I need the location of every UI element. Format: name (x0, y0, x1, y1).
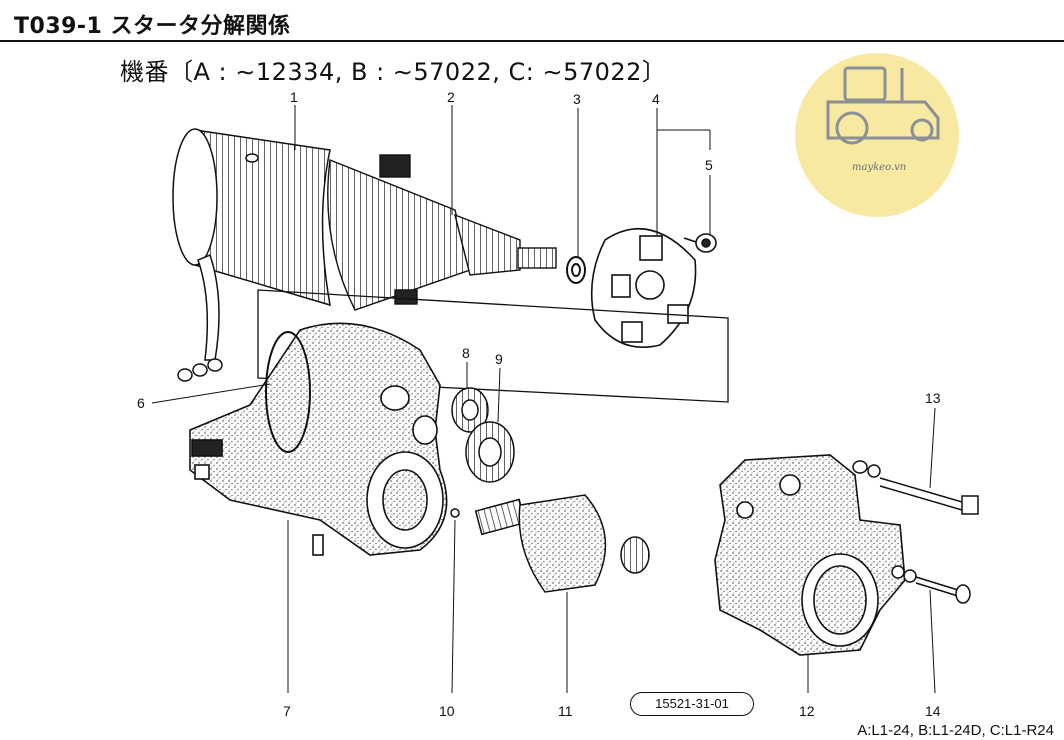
part-10-steel-ball (450, 508, 460, 518)
watermark-text: maykeo.vn (852, 162, 906, 173)
watermark-logo: maykeo.vn (795, 53, 959, 217)
part-7-starter-housing (189, 322, 448, 556)
callout-11: 11 (558, 703, 573, 719)
drawing-code-badge: 15521-31-01 (630, 692, 754, 716)
callout-3: 3 (573, 91, 581, 107)
callout-10: 10 (439, 703, 455, 719)
part-2-armature (327, 154, 557, 311)
part-11-overrunning-clutch (474, 494, 650, 593)
callout-13: 13 (925, 390, 941, 406)
part-13-through-bolt (852, 460, 979, 515)
title-rule (0, 40, 1064, 42)
model-applicability-note: A:L1-24, B:L1-24D, C:L1-R24 (857, 722, 1054, 739)
part-4-brush-holder (590, 227, 697, 349)
assembly-group-outline (257, 289, 729, 403)
part-12-front-housing (714, 454, 906, 656)
part-8-idler-gear (451, 387, 489, 433)
callout-7: 7 (283, 703, 291, 719)
part-9-gear (465, 421, 515, 483)
page-title: T039-1 スタータ分解関係 (14, 14, 291, 39)
callout-6: 6 (137, 395, 145, 411)
callout-5: 5 (705, 157, 713, 173)
leader-lines (151, 105, 936, 694)
callout-12: 12 (799, 703, 815, 719)
callout-14: 14 (925, 703, 941, 719)
callout-labels: 1 2 3 4 5 6 7 8 9 10 11 12 13 14 (137, 89, 941, 719)
part-3-washer (566, 256, 586, 284)
serial-range: 機番〔A : ∼12334, B : ∼57022, C: ∼57022〕 (120, 58, 667, 86)
part-5-nut (683, 233, 717, 253)
tractor-icon (826, 66, 940, 145)
callout-1: 1 (290, 89, 298, 105)
part-yoke-washers (177, 358, 223, 382)
callout-9: 9 (495, 351, 503, 367)
callout-4: 4 (652, 91, 660, 107)
part-1-yoke (172, 128, 331, 361)
callout-2: 2 (447, 89, 455, 105)
callout-8: 8 (462, 345, 470, 361)
part-14-screw (891, 565, 971, 604)
